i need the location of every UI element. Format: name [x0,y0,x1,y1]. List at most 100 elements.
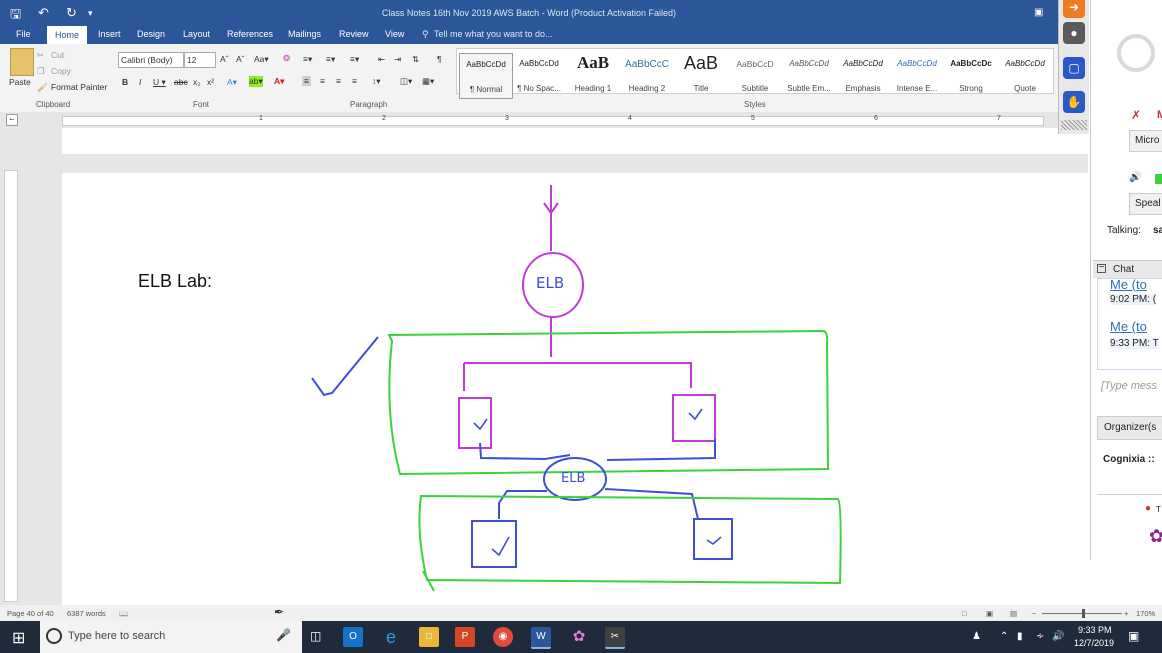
customize-qat-icon[interactable]: ▾ [88,8,93,18]
previous-page[interactable] [62,128,1106,154]
style-subtitle[interactable]: AaBbCcD Subtitle [729,53,781,97]
chat-sender[interactable]: Me (to [1110,319,1147,334]
microphone-select[interactable]: Micro [1129,130,1162,152]
zoom-in-icon[interactable]: + [1124,609,1129,618]
style-heading-1[interactable]: AaB Heading 1 [567,53,619,97]
shrink-font-icon[interactable]: Aˇ [236,54,245,64]
format-painter-button[interactable]: Format Painter [51,82,108,92]
people-icon[interactable]: ♟ [972,631,981,642]
bold-icon[interactable]: B [122,77,129,87]
ribbon-display-icon[interactable]: ▣ [1034,7,1044,18]
copy-button[interactable]: Copy [51,66,71,76]
wifi-icon[interactable]: ∻ [1036,631,1045,642]
style-title[interactable]: AaB Title [675,53,727,97]
windows-start-icon[interactable]: ⊞ [12,630,26,647]
tab-review[interactable]: Review [339,29,369,39]
tab-view[interactable]: View [385,29,405,39]
tell-me-input[interactable]: Tell me what you want to do... [434,29,553,39]
word-icon[interactable]: W [531,627,551,649]
style-heading-2[interactable]: AaBbCcC Heading 2 [621,53,673,97]
strikethrough-icon[interactable]: abc [174,77,188,87]
font-name-select[interactable]: Calibri (Body) [118,52,184,68]
numbering-icon[interactable]: ≡▾ [326,54,336,64]
battery-icon[interactable]: ▮ [1017,631,1023,642]
microphone-icon[interactable]: 🎤 [276,628,291,642]
collapse-icon[interactable]: − [1097,262,1106,273]
show-hidden-icon[interactable]: ⌃ [1000,631,1009,642]
chrome-icon[interactable]: ◉ [493,627,513,647]
chat-sender[interactable]: Me (to [1110,277,1147,292]
web-layout-icon[interactable]: ▤ [1010,609,1018,618]
zoom-out-icon[interactable]: − [1032,609,1037,618]
multilevel-list-icon[interactable]: ≡▾ [350,54,360,64]
tab-references[interactable]: References [227,29,274,39]
tab-selector-icon[interactable]: ⌙ [6,114,18,126]
style-emphasis[interactable]: AaBbCcDd Emphasis [837,53,889,97]
zoom-handle[interactable] [1082,609,1085,618]
file-explorer-icon[interactable]: □ [419,627,439,647]
text-effects-icon[interactable]: A▾ [227,77,237,87]
powerpoint-icon[interactable]: P [455,627,475,647]
paste-button[interactable]: Paste [9,77,31,87]
redo-icon[interactable]: ↻ [66,5,77,20]
task-view-icon[interactable]: ◫ [310,629,322,643]
arrow-icon[interactable]: ➜ [1063,0,1085,18]
justify-icon[interactable]: ≡ [352,76,357,86]
tab-mailings[interactable]: Mailings [288,29,322,39]
highlight-icon[interactable]: ab▾ [249,76,263,87]
line-spacing-icon[interactable]: ↕▾ [372,76,381,86]
notification-icon[interactable]: ▣ [1128,629,1140,643]
grip-handle[interactable] [1061,120,1087,130]
cut-button[interactable]: Cut [51,50,65,60]
ruler-track[interactable] [62,116,1044,126]
tab-insert[interactable]: Insert [98,29,121,39]
edge-icon[interactable]: e [385,627,396,647]
font-color-icon[interactable]: A▾ [274,76,285,86]
tab-file[interactable]: File [16,29,31,39]
align-right-icon[interactable]: ≡ [336,76,341,86]
microphone-icon[interactable]: ● [1063,22,1085,44]
sort-icon[interactable]: ⇅ [412,54,420,64]
style-normal[interactable]: AaBbCcDd ¶ Normal [459,53,513,99]
italic-icon[interactable]: I [139,77,142,87]
style-intense-emphasis[interactable]: AaBbCcDd Intense E... [891,53,943,97]
volume-icon[interactable]: 🔊 [1052,631,1065,642]
style-subtle-emphasis[interactable]: AaBbCcDd Subtle Em... [783,53,835,97]
borders-icon[interactable]: ▦▾ [422,76,435,86]
grow-font-icon[interactable]: Aˆ [220,54,229,64]
raise-hand-icon[interactable]: ✋ [1063,91,1085,113]
clock-date[interactable]: 12/7/2019 [1074,638,1115,648]
clock-time[interactable]: 9:33 PM [1078,625,1112,635]
tab-design[interactable]: Design [137,29,166,39]
muted-mic-icon[interactable]: ✗ [1131,108,1142,122]
pen-icon[interactable]: ✒ [274,605,285,619]
tab-layout[interactable]: Layout [183,29,211,39]
style-no-spacing[interactable]: AaBbCcDd ¶ No Spac... [513,53,565,97]
word-count[interactable]: 6387 words [67,609,106,618]
zoom-level[interactable]: 170% [1136,609,1156,618]
print-layout-icon[interactable]: ▣ [986,609,994,618]
chat-header[interactable]: − Chat [1093,260,1162,278]
page-count[interactable]: Page 40 of 40 [7,609,54,618]
align-center-icon[interactable]: ≡ [320,76,325,86]
style-quote[interactable]: AaBbCcDd Quote [999,53,1051,97]
clear-formatting-icon[interactable]: ❂ [283,53,291,63]
undo-icon[interactable]: ↶ [38,5,49,20]
decrease-indent-icon[interactable]: ⇤ [378,54,386,64]
bullets-icon[interactable]: ≡▾ [303,54,313,64]
increase-indent-icon[interactable]: ⇥ [394,54,402,64]
current-page[interactable]: ELB Lab: ELB ELB [62,173,1106,605]
read-mode-icon[interactable]: □ [962,609,967,618]
screen-icon[interactable]: ▢ [1063,57,1085,79]
show-marks-icon[interactable]: ¶ [437,54,442,64]
save-icon[interactable]: 🖫 [10,6,22,21]
snipping-tool-icon[interactable]: ✂ [605,627,625,649]
chat-input[interactable]: [Type mess [1101,380,1158,392]
outlook-icon[interactable]: O [343,627,363,647]
tab-home[interactable]: Home [47,26,88,44]
style-strong[interactable]: AaBbCcDc Strong [945,53,997,97]
underline-icon[interactable]: U ▾ [153,77,166,87]
superscript-icon[interactable]: x² [207,77,215,87]
gotomeeting-icon[interactable]: ✿ [572,628,586,645]
font-size-select[interactable]: 12 [184,52,216,68]
